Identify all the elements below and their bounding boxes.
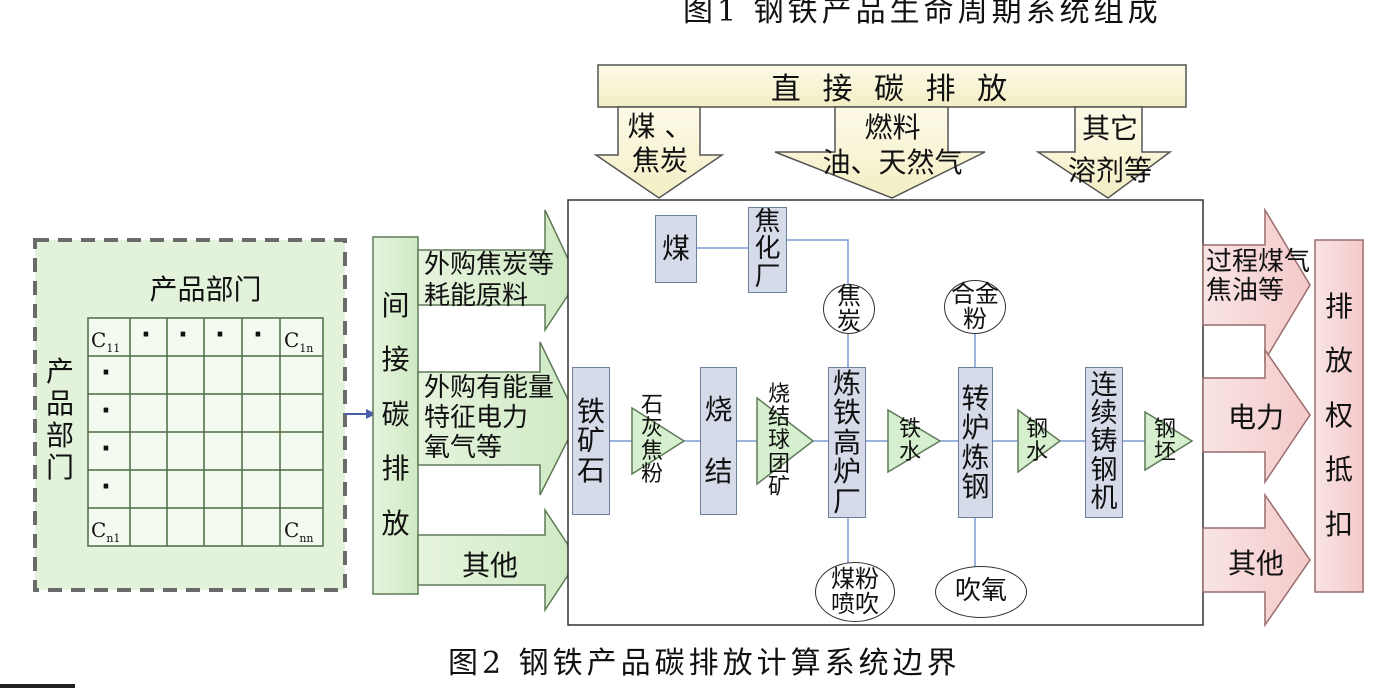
matrix-dot: · (215, 320, 225, 350)
iron-ore-box: 铁矿石 (572, 367, 610, 515)
indirect-box (372, 236, 419, 595)
matrix-dot: · (101, 434, 111, 464)
credit-box (1314, 239, 1364, 593)
caster-box: 连续铸钢机 (1085, 367, 1123, 518)
material-triangles (631, 396, 1194, 486)
coal-box: 煤 (655, 215, 697, 283)
input-3-label: 其他 (462, 549, 519, 582)
billet-label: 钢坯 (1153, 416, 1176, 465)
cell-cnn: Cnn (284, 518, 314, 545)
sector-side-label: 产品部门 (45, 354, 74, 485)
coal-injection-circle: 煤粉喷吹 (815, 562, 895, 622)
footnote-rule (0, 684, 75, 688)
pellet-label: 烧结球团矿 (767, 382, 790, 500)
coke-circle: 焦炭 (823, 283, 875, 334)
flux-label: 其它 溶剂等 (1067, 112, 1152, 187)
sector-matrix (87, 317, 324, 547)
direct-emission-title: 直 接 碳 排 放 (770, 72, 1014, 107)
down-arrow-fuel (774, 106, 986, 199)
molten-iron-label: 铁水 (898, 416, 921, 465)
figure-1-caption: 图1 钢铁产品生命周期系统组成 (683, 0, 1162, 29)
input-2-label: 外购有能量 特征电力 氧气等 (424, 373, 555, 463)
alloy-circle: 合金粉 (944, 280, 1006, 334)
sinter-box: 烧结 (700, 367, 737, 515)
limestone-label: 石灰焦粉 (640, 392, 663, 488)
credit-label: 排放权抵扣 (1324, 289, 1353, 541)
gas-output-label: 过程煤气 焦油等 (1206, 247, 1311, 307)
cell-cn1: Cn1 (91, 518, 121, 545)
coal-coke-label: 煤 、 焦炭 (627, 110, 693, 177)
blast-furnace-box: 炼铁高炉厂 (828, 367, 866, 518)
down-arrow-flux (1035, 106, 1173, 199)
input-arrow-3 (417, 507, 579, 613)
input-arrow-1 (417, 209, 579, 333)
oxygen-blowing-circle: 吹氧 (935, 566, 1027, 618)
matrix-dot: · (178, 320, 188, 350)
matrix-dot: · (101, 396, 111, 426)
coking-plant-box: 焦化厂 (748, 207, 787, 293)
converter-box: 转炉炼钢 (958, 367, 993, 518)
matrix-dot: · (141, 320, 151, 350)
matrix-dot: · (101, 472, 111, 502)
sector-title: 产品部门 (149, 273, 262, 306)
down-arrow-coal (593, 106, 725, 199)
input-arrow-2 (417, 341, 579, 496)
input-1-label: 外购焦炭等 耗能原料 (424, 250, 555, 312)
figure-2-caption: 图2 钢铁产品碳排放计算系统边界 (448, 646, 961, 681)
direct-emission-bar (597, 64, 1187, 108)
cell-c1n: C1n (284, 328, 314, 355)
output-arrow-other (1202, 492, 1311, 628)
indirect-label: 间接碳排放 (381, 288, 410, 540)
power-output-label: 电力 (1228, 401, 1285, 434)
molten-steel-label: 钢水 (1025, 416, 1048, 465)
output-arrow-gas (1202, 207, 1311, 363)
cell-c11: C11 (91, 328, 121, 355)
other-output-label: 其他 (1228, 547, 1285, 580)
matrix-dot: · (253, 320, 263, 350)
matrix-dot: · (101, 358, 111, 388)
fuel-label: 燃料 油、天然气 (822, 111, 963, 179)
output-arrow-power (1202, 347, 1311, 485)
process-connectors (610, 239, 1145, 568)
